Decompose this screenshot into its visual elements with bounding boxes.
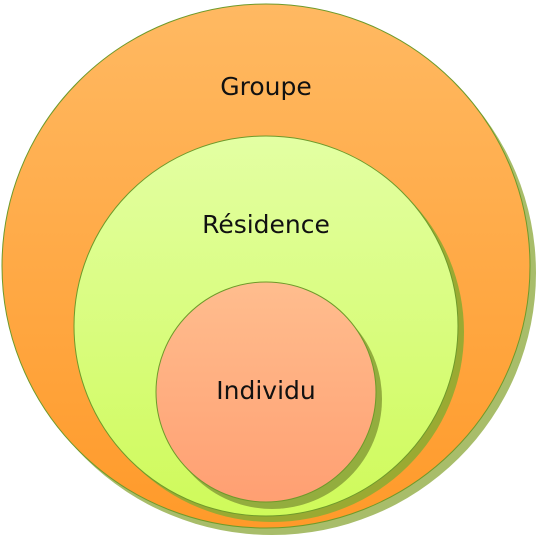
individu-circle-group: Individu <box>155 281 382 509</box>
individu-circle <box>155 281 377 503</box>
groupe-label: Groupe <box>220 72 312 101</box>
residence-label: Résidence <box>202 210 330 239</box>
individu-label: Individu <box>216 376 316 405</box>
